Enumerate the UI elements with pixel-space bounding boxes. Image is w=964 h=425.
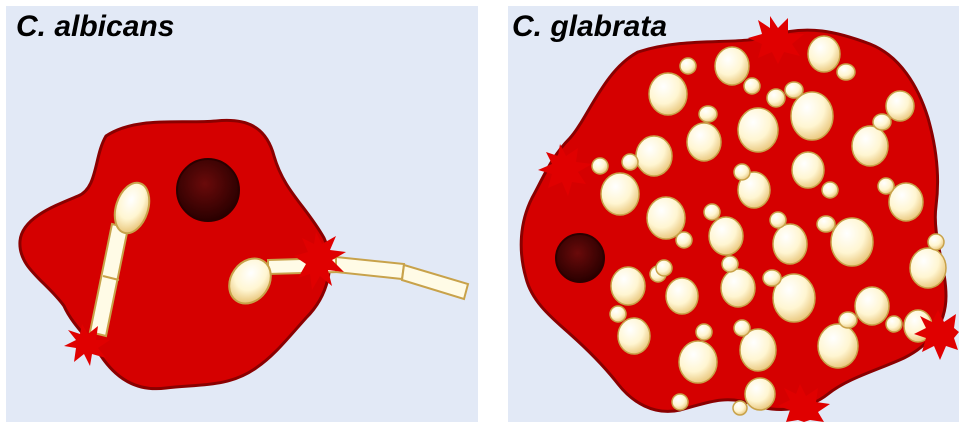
yeast-cell	[910, 248, 946, 288]
yeast-cell	[687, 123, 721, 161]
yeast-cell	[763, 270, 781, 286]
yeast-cell	[734, 164, 750, 180]
yeast-cell	[745, 378, 775, 410]
yeast-cell	[734, 320, 750, 336]
yeast-cell	[733, 401, 747, 415]
yeast-cell	[928, 234, 944, 250]
albicans-illustration	[6, 6, 478, 422]
yeast-cell	[791, 92, 833, 140]
yeast-cell	[831, 218, 873, 266]
yeast-cell	[792, 152, 824, 188]
yeast-cell	[601, 173, 639, 215]
yeast-cell	[822, 182, 838, 198]
yeast-cell	[672, 394, 688, 410]
yeast-cell	[886, 316, 902, 332]
yeast-cell	[721, 269, 755, 307]
yeast-cell	[610, 306, 626, 322]
yeast-cell	[592, 158, 608, 174]
yeast-cell	[649, 73, 687, 115]
yeast-cell	[839, 312, 857, 328]
nucleus	[177, 159, 239, 221]
panel-title: C. albicans	[16, 8, 174, 46]
yeast-cell	[773, 224, 807, 264]
yeast-cell	[715, 47, 749, 85]
yeast-cell	[722, 256, 738, 272]
yeast-cell	[611, 267, 645, 305]
yeast-cell	[852, 126, 888, 166]
yeast-cell	[808, 36, 840, 72]
glabrata-illustration	[508, 6, 959, 422]
yeast-cell	[818, 324, 858, 368]
yeast-cell	[679, 341, 717, 383]
panel-glabrata: C. glabrata	[508, 6, 959, 422]
yeast-cell	[738, 108, 778, 152]
yeast-cell	[855, 287, 889, 325]
yeast-cell	[696, 324, 712, 340]
yeast-cell	[704, 204, 720, 220]
yeast-cell	[837, 64, 855, 80]
yeast-cell	[680, 58, 696, 74]
yeast-cell	[744, 78, 760, 94]
yeast-cell	[618, 318, 650, 354]
yeast-cell	[817, 216, 835, 232]
yeast-cell	[666, 278, 698, 314]
yeast-cell	[699, 106, 717, 122]
macrophage-cell	[20, 120, 330, 388]
yeast-cell	[636, 136, 672, 176]
yeast-cell	[785, 82, 803, 98]
yeast-cell	[656, 260, 672, 276]
yeast-cell	[886, 91, 914, 121]
yeast-cell	[709, 217, 743, 255]
yeast-cell	[767, 89, 785, 107]
panel-title: C. glabrata	[512, 8, 667, 46]
yeast-cell	[622, 154, 638, 170]
yeast-cell	[878, 178, 894, 194]
nucleus	[556, 234, 604, 282]
yeast-cell	[770, 212, 786, 228]
panel-albicans: C. albicans	[6, 6, 478, 422]
yeast-cell	[873, 114, 891, 130]
rupture-icon-right	[914, 310, 959, 360]
yeast-cell	[676, 232, 692, 248]
